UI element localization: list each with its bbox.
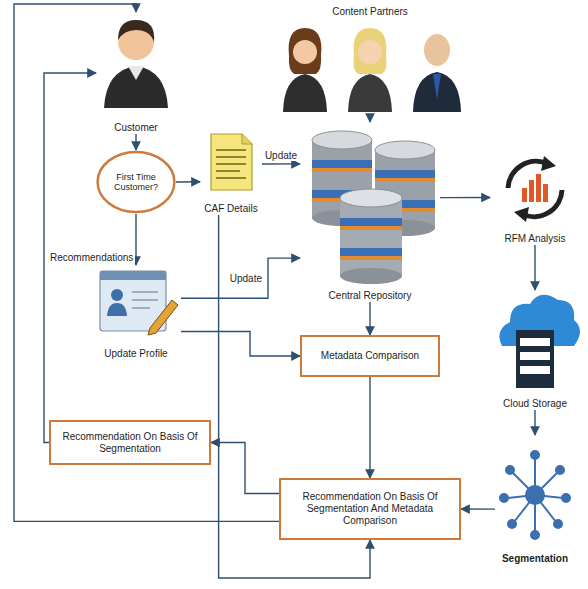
flow-arrow — [534, 410, 535, 435]
node-label: Central Repository — [329, 290, 412, 302]
storage-node: Cloud Storage — [490, 290, 580, 410]
node-label: CAF Details — [204, 203, 257, 215]
edge-label: Update — [228, 273, 264, 284]
document-node: CAF Details — [200, 130, 262, 215]
process-box: Metadata Comparison — [300, 335, 440, 377]
flow-arrow — [534, 245, 535, 290]
flow-arrow — [181, 258, 300, 298]
network-icon — [500, 451, 570, 539]
partner-group: Content Partners — [275, 6, 465, 118]
edge-label: Recommendations — [48, 252, 135, 263]
document-icon — [211, 134, 252, 190]
analysis-node: RFM Analysis — [490, 150, 580, 245]
cloud-icon — [499, 295, 580, 388]
decision-ellipse: First Time Customer? — [96, 150, 176, 214]
content-partners-icon — [283, 28, 461, 112]
node-label: Customer — [114, 122, 157, 134]
flow-arrow — [262, 163, 300, 165]
flow-arrow — [369, 377, 370, 478]
database-icon — [312, 131, 435, 284]
flow-arrow — [461, 508, 495, 510]
flow-arrow — [369, 118, 370, 122]
flow-arrow — [135, 214, 136, 265]
node-label: Content Partners — [332, 6, 408, 18]
node-label: RFM Analysis — [504, 233, 565, 245]
flow-arrow — [14, 4, 279, 521]
node-label: First Time Customer? — [106, 172, 166, 193]
flow-arrow — [181, 332, 300, 357]
box-text: Recommendation On Basis Of Segmentation … — [286, 491, 454, 527]
repository-node: Central Repository — [300, 122, 440, 302]
process-box: Recommendation On Basis Of Segmentation … — [279, 478, 461, 540]
flow-arrow — [440, 197, 490, 199]
edge-label: Update — [263, 150, 299, 161]
flow-arrow — [211, 443, 279, 494]
node-label: Segmentation — [502, 553, 568, 565]
flow-arrow — [176, 181, 200, 183]
actor-icon: Customer — [96, 12, 176, 134]
box-text: Recommendation On Basis Of Segmentation — [56, 431, 204, 455]
flow-arrow — [135, 134, 136, 150]
process-box: Recommendation On Basis Of Segmentation — [49, 420, 211, 465]
node-label: Cloud Storage — [503, 398, 567, 410]
segment-node: Segmentation — [495, 435, 575, 565]
profile-node: Update Profile — [91, 265, 181, 360]
node-label: Update Profile — [104, 348, 167, 360]
box-text: Metadata Comparison — [321, 350, 419, 362]
profile-icon — [100, 271, 178, 335]
rfm-icon — [508, 156, 562, 222]
flow-arrow — [369, 302, 370, 335]
customer-icon — [104, 20, 168, 108]
